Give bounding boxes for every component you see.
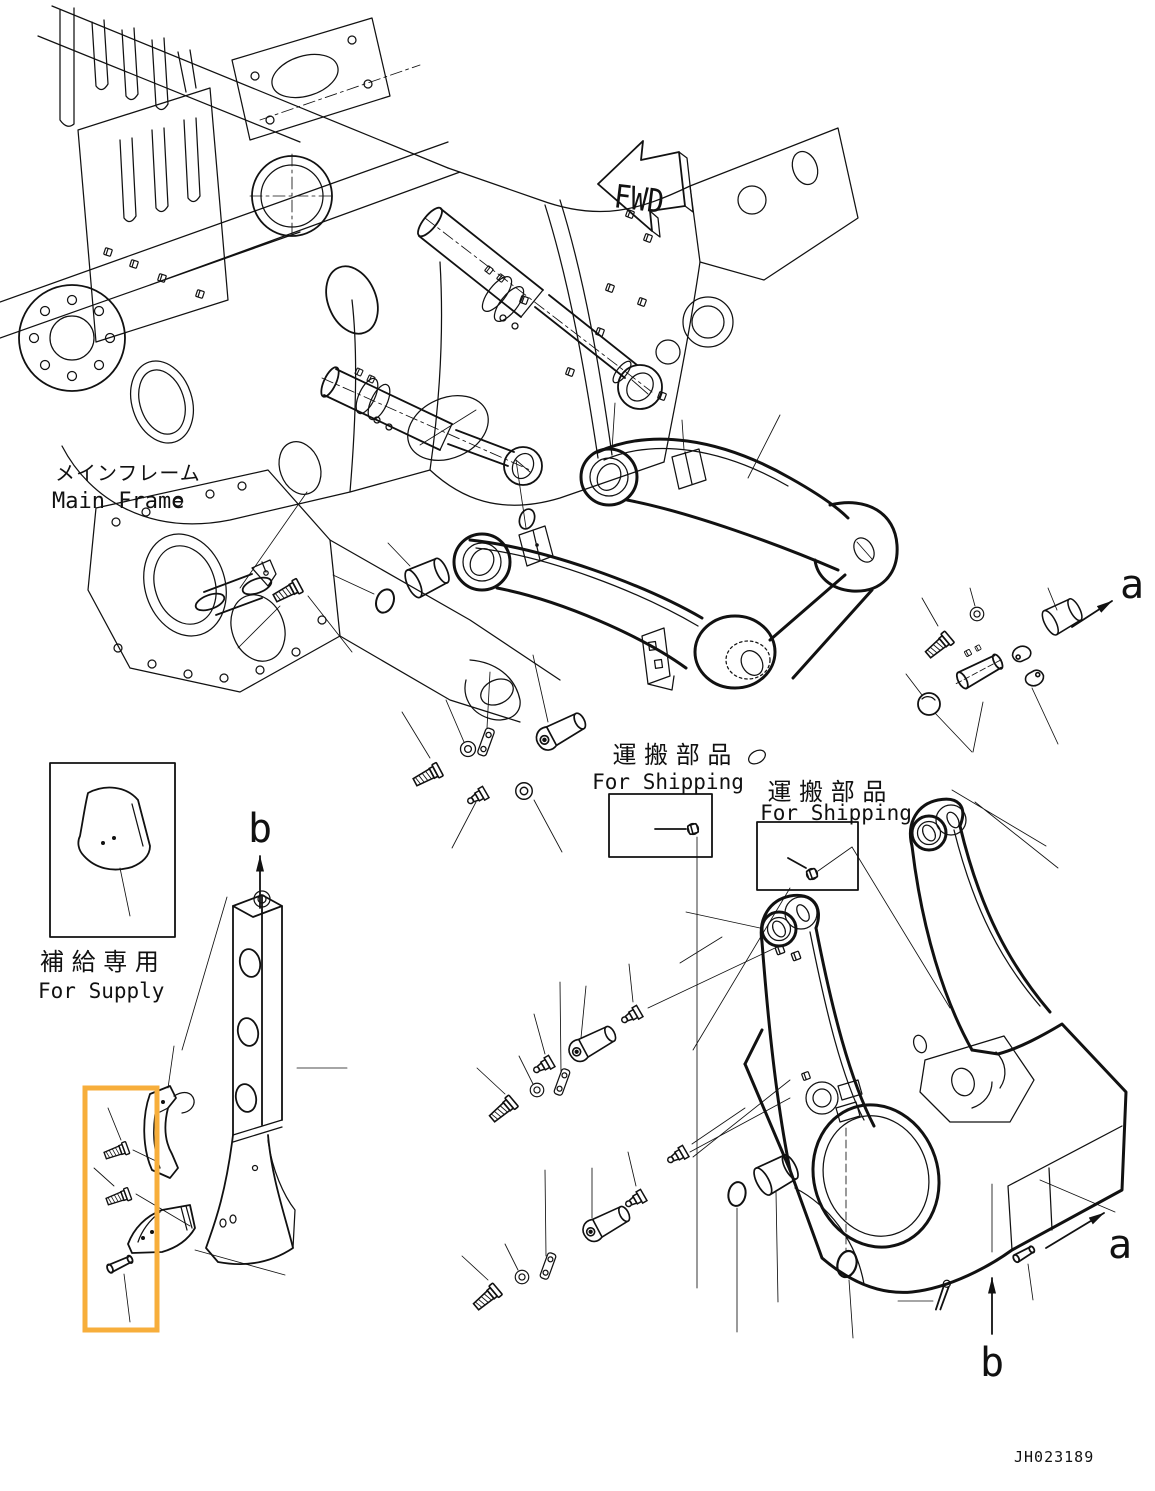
clamp-half: [1010, 643, 1059, 745]
shipping-left-frame: [608, 793, 713, 858]
bolt: [921, 597, 956, 662]
main-frame-drawing: [0, 5, 859, 723]
lock-plate: [552, 981, 572, 1097]
lock-plate: [476, 671, 496, 758]
supply-label-en: For Supply: [38, 979, 164, 1003]
shipping-right-label-jp: 運 搬 部 品: [768, 778, 887, 806]
grease-fitting: [622, 1151, 648, 1212]
bolt: [401, 711, 445, 790]
washer: [445, 699, 477, 758]
view-a-lower-label: a: [1108, 1222, 1132, 1268]
grease-fitting: [618, 947, 776, 1028]
shaft-pin: [955, 644, 1005, 753]
view-labels: b a a b: [248, 562, 1144, 1386]
bushing: [1038, 587, 1087, 638]
protector-bolt: [102, 1107, 159, 1163]
o-ring: [515, 506, 539, 532]
ripper-point-supply: [77, 786, 151, 917]
o-ring: [332, 574, 399, 617]
view-a-upper-label: a: [1120, 562, 1144, 608]
drawing-number: JH023189: [1014, 1448, 1094, 1466]
main-frame-label-jp: メインフレーム: [55, 461, 201, 485]
washer: [518, 1055, 545, 1098]
arm-pin: [564, 985, 621, 1066]
view-b-lower-label: b: [980, 1340, 1004, 1386]
dowel-pin: [1012, 1245, 1036, 1301]
shipping-left-label-jp: 運 搬 部 品: [613, 741, 732, 769]
cotter-pin: [897, 1279, 951, 1311]
o-ring: [833, 1247, 861, 1339]
arm-pin: [531, 708, 591, 755]
highlight-box: [82, 1085, 160, 1333]
supply-label-jp: 補 給 専 用: [40, 948, 159, 976]
point-pin: [106, 1254, 134, 1323]
shipping-left-label-en: For Shipping: [592, 770, 744, 794]
view-b-upper-label: b: [248, 806, 272, 852]
ripper-bracket: [679, 789, 1128, 1294]
ball: [905, 673, 973, 753]
bolt: [476, 1067, 520, 1126]
ripper-arm: [452, 402, 899, 765]
pivot-pin: [194, 491, 353, 653]
arm-pin: [578, 1167, 635, 1246]
o-ring: [725, 1179, 749, 1333]
ripper-shank: [205, 890, 348, 1265]
bushing: [749, 1150, 803, 1303]
ripper-point: [127, 1204, 286, 1276]
fwd-arrow: FWD: [597, 140, 694, 238]
supply-box-frame: [49, 762, 176, 938]
nut: [969, 587, 985, 622]
protector-bolt: [93, 1167, 191, 1227]
text-labels: メインフレーム Main Frame JH023189: [52, 461, 1094, 1466]
hydraulic-cylinder-upper: [417, 206, 663, 410]
shipping-right-label-en: For Shipping: [760, 801, 912, 825]
washer: [504, 1243, 530, 1285]
grease-fitting: [451, 785, 490, 849]
fwd-arrow-label: FWD: [612, 178, 666, 221]
supply-box: 補 給 専 用 For Supply: [38, 762, 176, 1003]
grease-fitting: [664, 1097, 791, 1168]
shipping-box-left: 運 搬 部 品 For Shipping: [592, 741, 744, 1289]
hydraulic-cylinder-lower: [320, 366, 543, 486]
lock-plate: [538, 1169, 558, 1281]
nut: [515, 782, 563, 853]
shipping-right-frame: [756, 821, 859, 891]
bolt: [461, 1255, 504, 1314]
bushing: [387, 542, 454, 601]
shipping-box-right: 運 搬 部 品 For Shipping: [756, 778, 951, 1009]
main-frame-label-en: Main Frame: [52, 489, 184, 514]
small-parts: [93, 491, 1087, 1339]
bolt: [270, 577, 305, 606]
grease-fitting: [530, 1013, 556, 1078]
